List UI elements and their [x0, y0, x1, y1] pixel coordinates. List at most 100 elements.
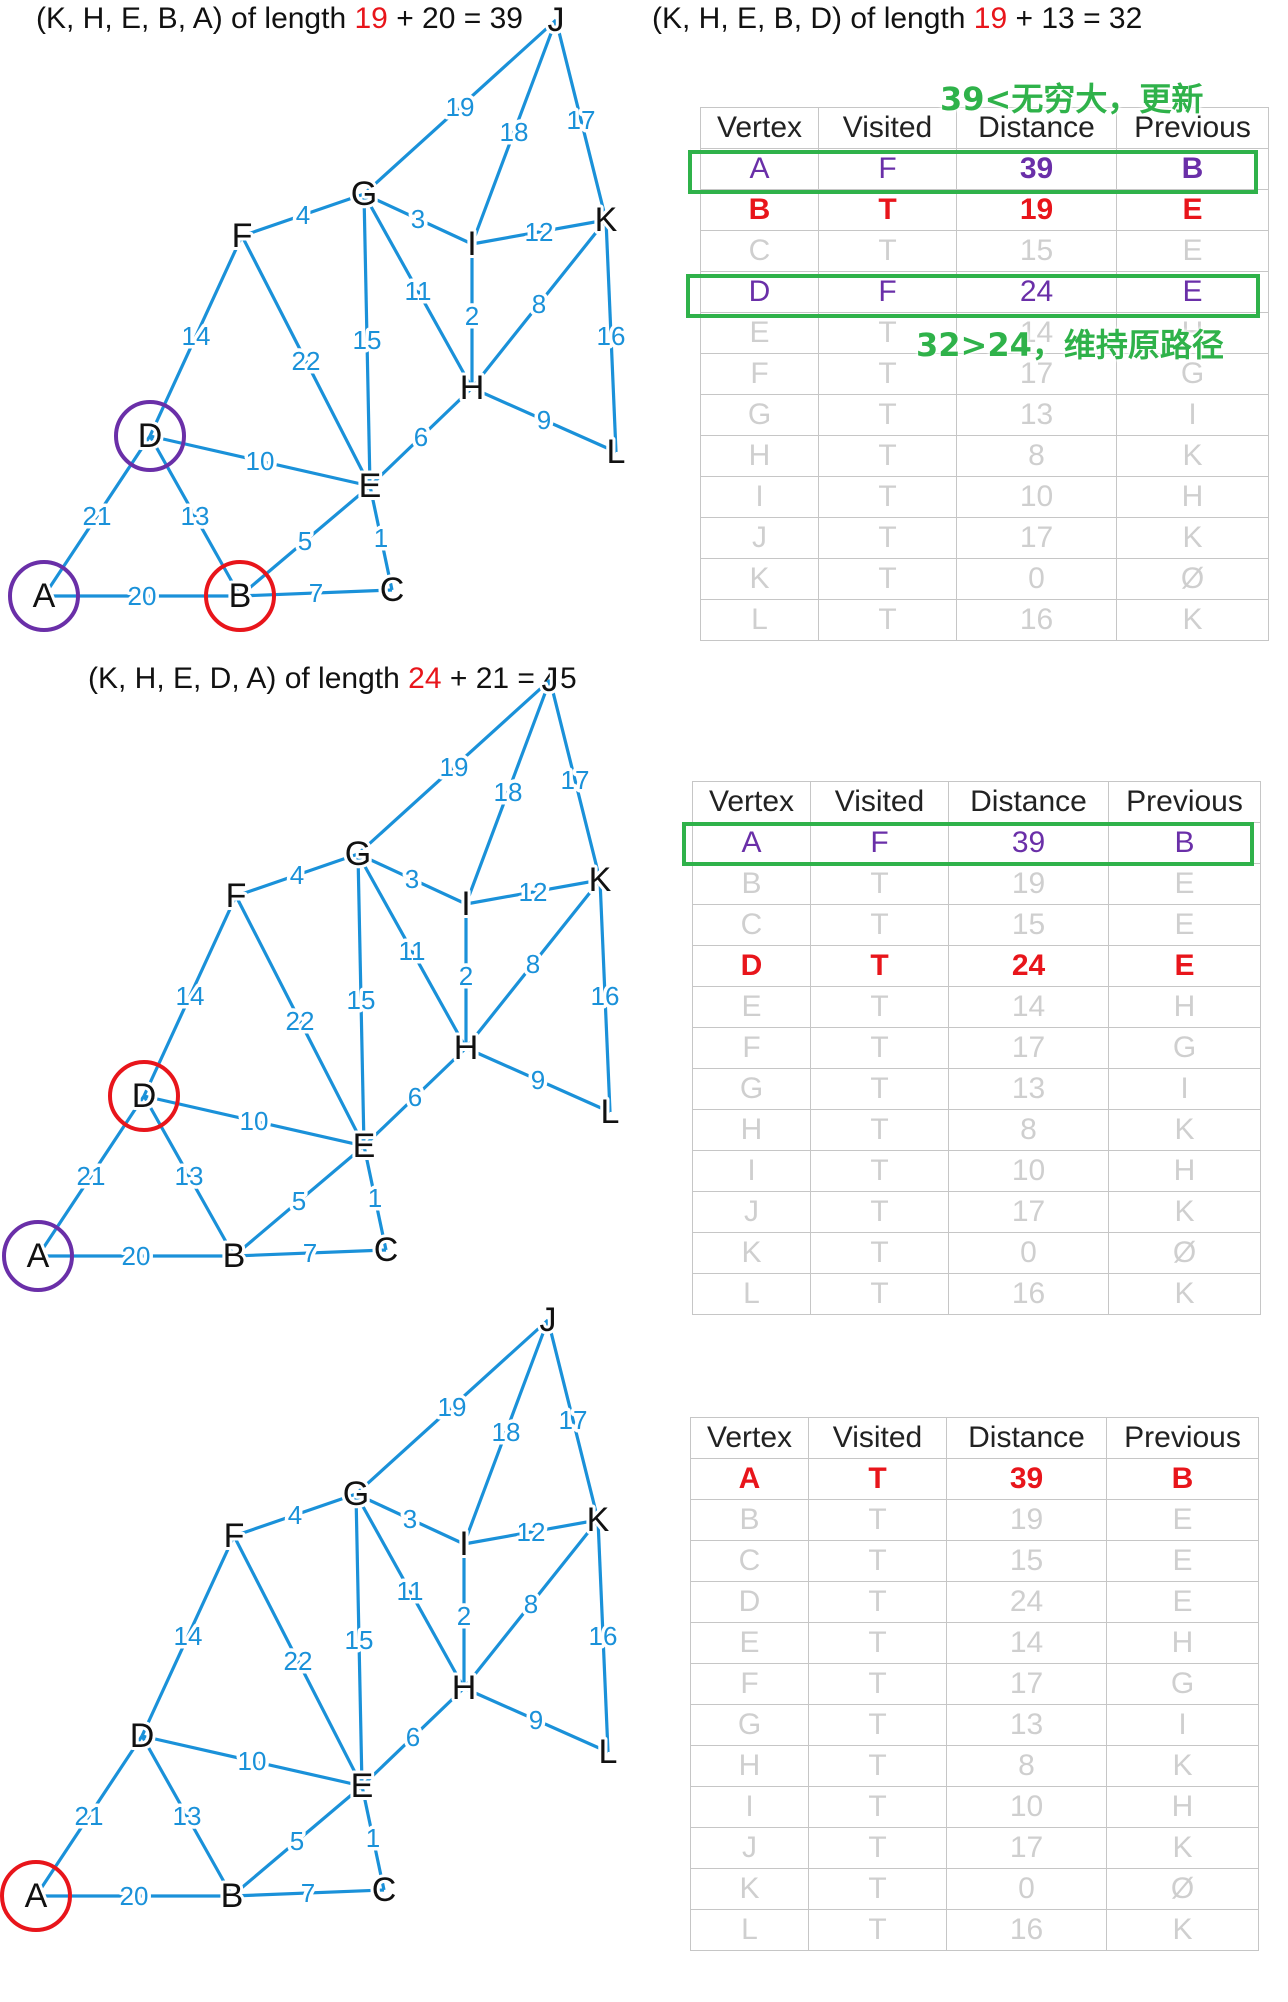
edge-b-e [238, 484, 372, 598]
cell-vert: I [690, 1786, 809, 1828]
vertex-a: A [25, 1877, 48, 1915]
edge-i-j [462, 1319, 550, 1545]
cell-vert: F [692, 1027, 811, 1069]
cell-dist: 0 [946, 1868, 1107, 1910]
edge-d-e [141, 1734, 363, 1788]
cell-prev: B [1106, 1458, 1259, 1500]
cell-vert: B [700, 189, 819, 231]
weight-h-k: 8 [524, 1589, 538, 1619]
weight-c-e: 1 [374, 523, 388, 553]
vertex-l: L [601, 1093, 620, 1131]
cell-vis: T [810, 1068, 949, 1110]
cell-vis: T [808, 1663, 947, 1705]
vertex-a: A [27, 1237, 50, 1275]
cell-vert: H [692, 1109, 811, 1151]
cell-vis: T [818, 476, 957, 518]
column-header: Vertex [692, 781, 811, 823]
edge-a-d [36, 1095, 146, 1257]
cell-prev: K [1106, 1827, 1259, 1869]
cell-vert: K [700, 558, 819, 600]
weight-a-d: 21 [77, 1161, 106, 1191]
vertex-g: G [351, 175, 377, 213]
cell-dist: 14 [948, 986, 1109, 1028]
weight-d-e: 10 [240, 1106, 269, 1136]
edge-d-e [143, 1094, 365, 1148]
vertex-c: C [372, 1871, 397, 1909]
cell-vis: T [808, 1540, 947, 1582]
weight-i-j: 18 [492, 1417, 521, 1447]
ring-a [8, 560, 80, 632]
cell-vis: T [818, 435, 957, 477]
cell-dist: 24 [956, 271, 1117, 313]
cell-dist: 17 [948, 1191, 1109, 1233]
weight-b-d: 13 [181, 501, 210, 531]
cell-vis: T [808, 1458, 947, 1500]
edges-layer [36, 678, 612, 1258]
weight-g-h: 11 [397, 1576, 424, 1606]
panel-2-path-heading: (K, H, E, D, A) of length 24 + 21 = 45 [88, 662, 577, 695]
cell-prev: K [1108, 1273, 1261, 1315]
cell-vert: L [700, 599, 819, 641]
cell-vis: T [808, 1745, 947, 1787]
weight-b-c: 7 [309, 578, 323, 608]
weight-b-c: 7 [301, 1878, 315, 1908]
edges-layer [34, 1318, 610, 1898]
vertex-c: C [374, 1231, 399, 1269]
edge-h-l [471, 386, 617, 454]
edge-g-e [356, 853, 366, 1147]
cell-vis: T [808, 1827, 947, 1869]
cell-vis: T [818, 189, 957, 231]
vertex-i: I [461, 885, 470, 923]
weight-f-g: 4 [290, 860, 304, 890]
weight-d-f: 14 [176, 981, 205, 1011]
cell-vis: T [808, 1786, 947, 1828]
vertex-a: A [33, 577, 56, 615]
cell-vis: T [808, 1622, 947, 1664]
cell-prev: H [1106, 1622, 1259, 1664]
vertex-d: D [132, 1077, 157, 1115]
vertex-c: C [380, 571, 405, 609]
cell-dist: 15 [946, 1540, 1107, 1582]
edge-g-e [354, 1493, 364, 1787]
cell-dist: 24 [946, 1581, 1107, 1623]
cell-vis: T [808, 1868, 947, 1910]
weight-f-e: 22 [284, 1646, 313, 1676]
ring-a [0, 1860, 72, 1932]
edge-g-j [354, 1318, 550, 1496]
cell-vis: T [810, 1191, 949, 1233]
weight-k-l: 16 [591, 981, 620, 1011]
weight-d-f: 14 [182, 321, 211, 351]
rings-layer [2, 1060, 180, 1292]
weight-g-j: 19 [440, 752, 469, 782]
edge-b-e [230, 1784, 364, 1898]
cell-dist: 8 [956, 435, 1117, 477]
weight-h-l: 9 [529, 1705, 543, 1735]
cell-vis: T [808, 1581, 947, 1623]
cell-vert: H [690, 1745, 809, 1787]
cell-vis: F [818, 271, 957, 313]
cell-vis: T [810, 1027, 949, 1069]
panel-2: (K, H, E, D, A) of length 24 + 21 = 45 2… [0, 658, 1288, 1340]
cell-prev: H [1116, 312, 1269, 354]
cell-vert: I [700, 476, 819, 518]
cell-vert: C [690, 1540, 809, 1582]
weight-j-k: 17 [561, 765, 590, 795]
panel-1-path-heading-left: (K, H, E, B, A) of length 19 + 20 = 39 [36, 2, 523, 35]
cell-vert: K [690, 1868, 809, 1910]
cell-vert: E [690, 1622, 809, 1664]
